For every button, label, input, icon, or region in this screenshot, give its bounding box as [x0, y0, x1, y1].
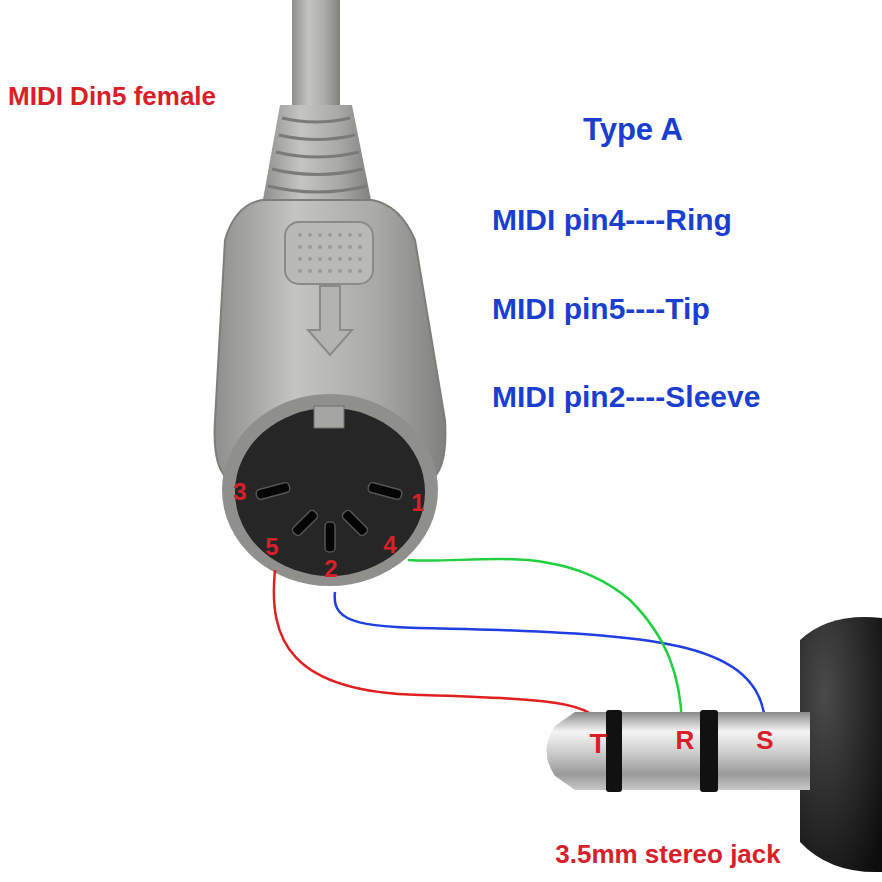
pin-number: 4: [383, 532, 396, 558]
wires: [274, 559, 765, 722]
connector-title: MIDI Din5 female: [8, 82, 216, 111]
pin-number: 1: [411, 490, 424, 516]
connector-face: [235, 408, 425, 576]
pin-number: 3: [233, 479, 246, 505]
jack-caption: 3.5mm stereo jack: [555, 840, 780, 869]
arrow-emblem: [285, 222, 373, 355]
type-heading: Type A: [583, 113, 683, 147]
contact-label: T: [589, 729, 606, 760]
pin-number: 2: [324, 556, 337, 582]
pin-mapping: MIDI pin2----Sleeve: [492, 380, 760, 413]
strain-relief: [262, 105, 372, 205]
contact-label: S: [756, 726, 773, 755]
connector-rim: [222, 394, 438, 586]
jack-plug: [547, 617, 882, 872]
pin-number: 5: [265, 534, 278, 560]
pin-mapping: MIDI pin5----Tip: [492, 292, 710, 325]
contact-label: R: [676, 726, 695, 755]
pin-mapping: MIDI pin4----Ring: [492, 203, 732, 236]
cable: [292, 0, 340, 115]
key-notch: [314, 406, 344, 428]
